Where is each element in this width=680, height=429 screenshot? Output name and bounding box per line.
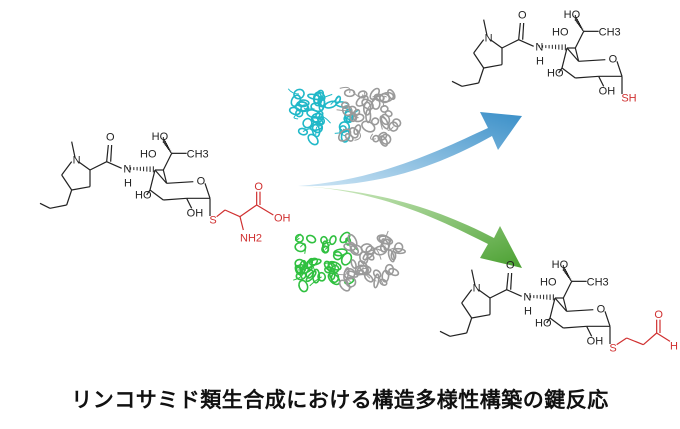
atom-label: O <box>254 181 263 193</box>
arrow-up-icon <box>298 112 522 187</box>
atom-label: CH3 <box>587 276 609 288</box>
atom-label: HO <box>552 259 569 271</box>
atom-label: CH3 <box>187 148 209 160</box>
atom-label: CH3 <box>599 26 621 38</box>
atom-label: H <box>536 56 544 68</box>
figure-caption: リンコサミド類生合成における構造多様性構築の鍵反応 <box>71 388 609 412</box>
atom-label: N <box>485 32 493 44</box>
atom-label: HO <box>135 189 152 201</box>
atom-label: N <box>473 282 481 294</box>
atom-label: HO <box>540 276 557 288</box>
atom-label: OH <box>587 336 604 348</box>
atom-label: O <box>597 303 606 315</box>
atom-label: HO <box>552 26 569 38</box>
atom-label: H <box>124 178 132 190</box>
atom-label: NH2 <box>240 233 262 245</box>
atom-label: O <box>506 260 515 272</box>
atom-label: S <box>209 214 216 226</box>
atom-label: H <box>670 341 678 353</box>
atom-label: HO <box>535 317 552 329</box>
atom-label: HO <box>564 9 581 21</box>
enzyme-top-structure <box>287 86 402 147</box>
enzyme-bottom-structure <box>293 230 406 293</box>
atom-label: O <box>609 53 618 65</box>
atom-label: HO <box>152 131 169 143</box>
atom-label: S <box>609 342 616 354</box>
atom-label: O <box>518 10 527 22</box>
atom-label: H <box>524 306 532 318</box>
atom-label: OH <box>599 86 616 98</box>
atom-label: O <box>106 132 115 144</box>
atom-label: N <box>535 42 543 54</box>
atom-label: N <box>73 154 81 166</box>
atom-label: OH <box>187 208 204 220</box>
atom-label: SH <box>621 92 636 104</box>
atom-label: HO <box>547 67 564 79</box>
atom-label: HO <box>140 148 157 160</box>
atom-label: O <box>654 309 663 321</box>
arrow-down-icon <box>298 186 522 268</box>
atom-label: N <box>123 164 131 176</box>
atom-label: N <box>523 292 531 304</box>
atom-label: O <box>197 175 206 187</box>
atom-label: OH <box>274 213 291 225</box>
